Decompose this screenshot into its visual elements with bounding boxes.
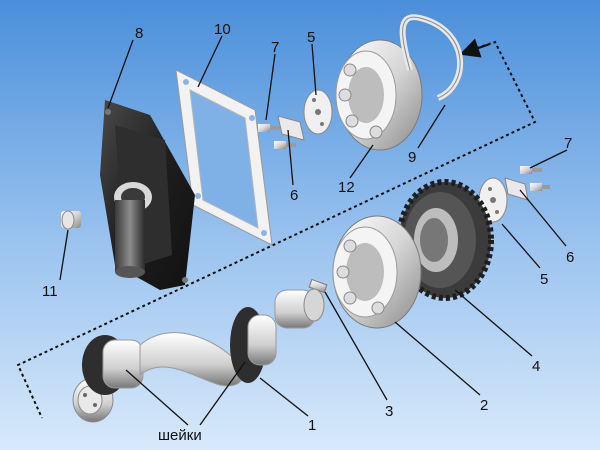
lock-plate-top	[277, 115, 305, 141]
label-bolts-top: 7	[271, 39, 279, 56]
label-journals: шейки	[158, 427, 202, 444]
leader-lines	[59, 35, 568, 426]
assembly-path-arrow-icon	[459, 38, 491, 58]
housing	[100, 100, 195, 290]
gear	[396, 179, 494, 301]
label-crankshaft: 1	[308, 417, 316, 434]
bearing-top	[335, 39, 423, 151]
label-lock-plate-top: 6	[290, 187, 298, 204]
bolts-top	[258, 124, 296, 149]
label-retaining-ring: 9	[408, 149, 416, 166]
assembly-path-line	[16, 40, 537, 419]
label-gasket: 10	[214, 21, 231, 38]
washer-top	[303, 89, 333, 135]
bearing-front	[332, 215, 422, 329]
label-plug: 11	[42, 283, 58, 300]
label-bearing-front: 2	[480, 397, 488, 414]
label-key: 3	[385, 403, 393, 420]
crankshaft	[72, 288, 325, 423]
label-washer-right: 5	[540, 271, 548, 288]
label-bolts-right: 7	[564, 135, 572, 152]
label-bearing-top: 12	[338, 179, 355, 196]
gasket	[175, 69, 273, 246]
plug	[61, 210, 81, 230]
label-housing: 8	[135, 25, 143, 42]
label-lock-plate-right: 6	[566, 249, 574, 266]
label-washer-top: 5	[307, 29, 315, 46]
label-gear: 4	[532, 358, 540, 375]
bolts-right	[520, 166, 550, 191]
